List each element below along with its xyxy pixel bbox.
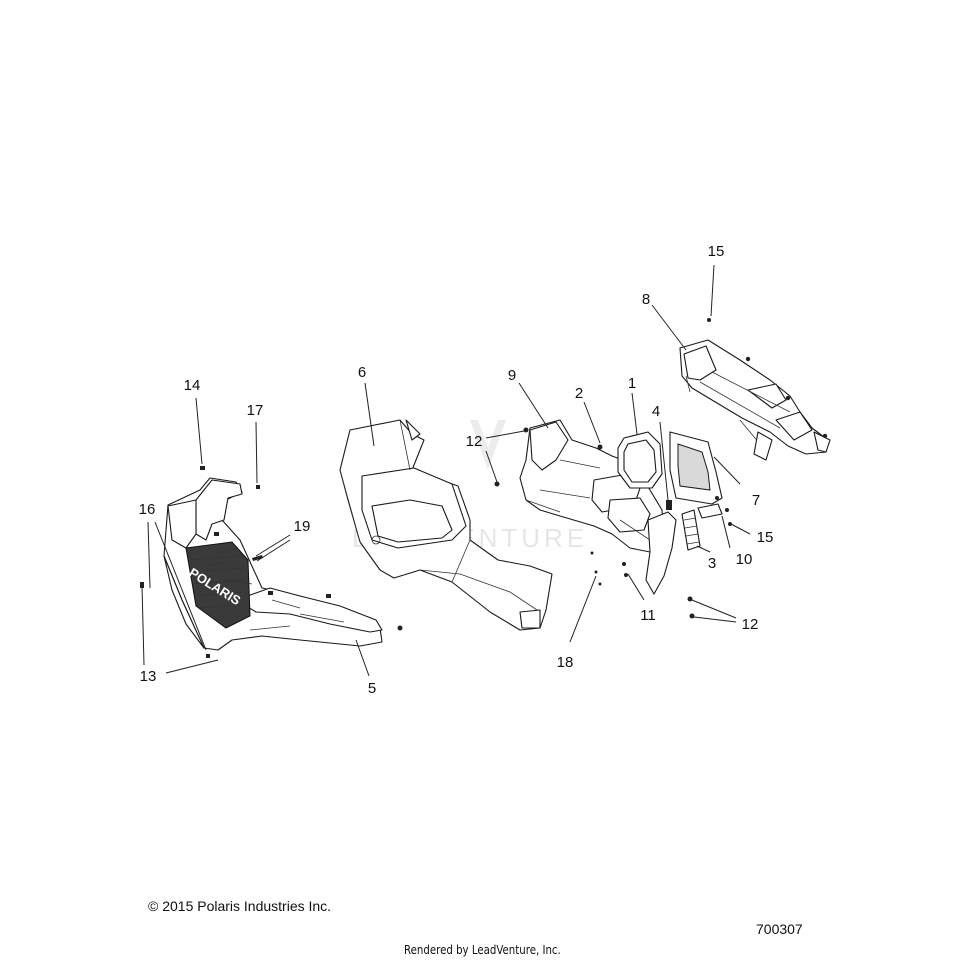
callout-16: 16	[139, 501, 156, 518]
diagram-number: 700307	[756, 921, 803, 937]
callout-8: 8	[642, 291, 650, 308]
callout-1: 1	[628, 375, 636, 392]
callout-4: 4	[652, 403, 660, 420]
callout-5: 5	[368, 680, 376, 697]
callout-17: 17	[247, 402, 264, 419]
callout-12-left: 12	[466, 433, 483, 450]
callout-9: 9	[508, 367, 516, 384]
callout-18: 18	[557, 654, 574, 671]
part-dash-panel[interactable]	[519, 419, 677, 595]
part-front-bumper[interactable]: POLARIS	[163, 477, 383, 651]
callout-15-right: 15	[757, 529, 774, 546]
hardware-fasteners	[140, 318, 828, 658]
part-switch[interactable]	[697, 503, 723, 519]
callout-13: 13	[140, 668, 157, 685]
leader-lines	[141, 264, 751, 677]
callout-11: 11	[640, 607, 656, 624]
part-switch-plate[interactable]	[681, 509, 701, 551]
callout-15-top: 15	[708, 243, 725, 260]
callout-labels: 15 8 1 2 4 9 6 12 14 17 7 16 19 15 10 3 …	[139, 243, 774, 697]
callout-10: 10	[736, 551, 753, 568]
copyright-text: © 2015 Polaris Industries Inc.	[148, 898, 332, 914]
callout-19: 19	[294, 518, 311, 535]
part-instrument-cover[interactable]	[669, 431, 723, 505]
part-hood[interactable]	[339, 419, 553, 631]
part-bezel-ring[interactable]	[617, 431, 663, 489]
part-upper-dash[interactable]	[679, 339, 831, 461]
grille-slats	[189, 555, 247, 609]
callout-12-right: 12	[742, 616, 759, 633]
callout-3: 3	[708, 555, 716, 572]
callout-7: 7	[752, 492, 760, 509]
callout-2: 2	[575, 385, 583, 402]
rendered-by-text: Rendered by LeadVenture, Inc.	[404, 943, 561, 957]
callout-6: 6	[358, 364, 366, 381]
callout-14: 14	[184, 377, 201, 394]
